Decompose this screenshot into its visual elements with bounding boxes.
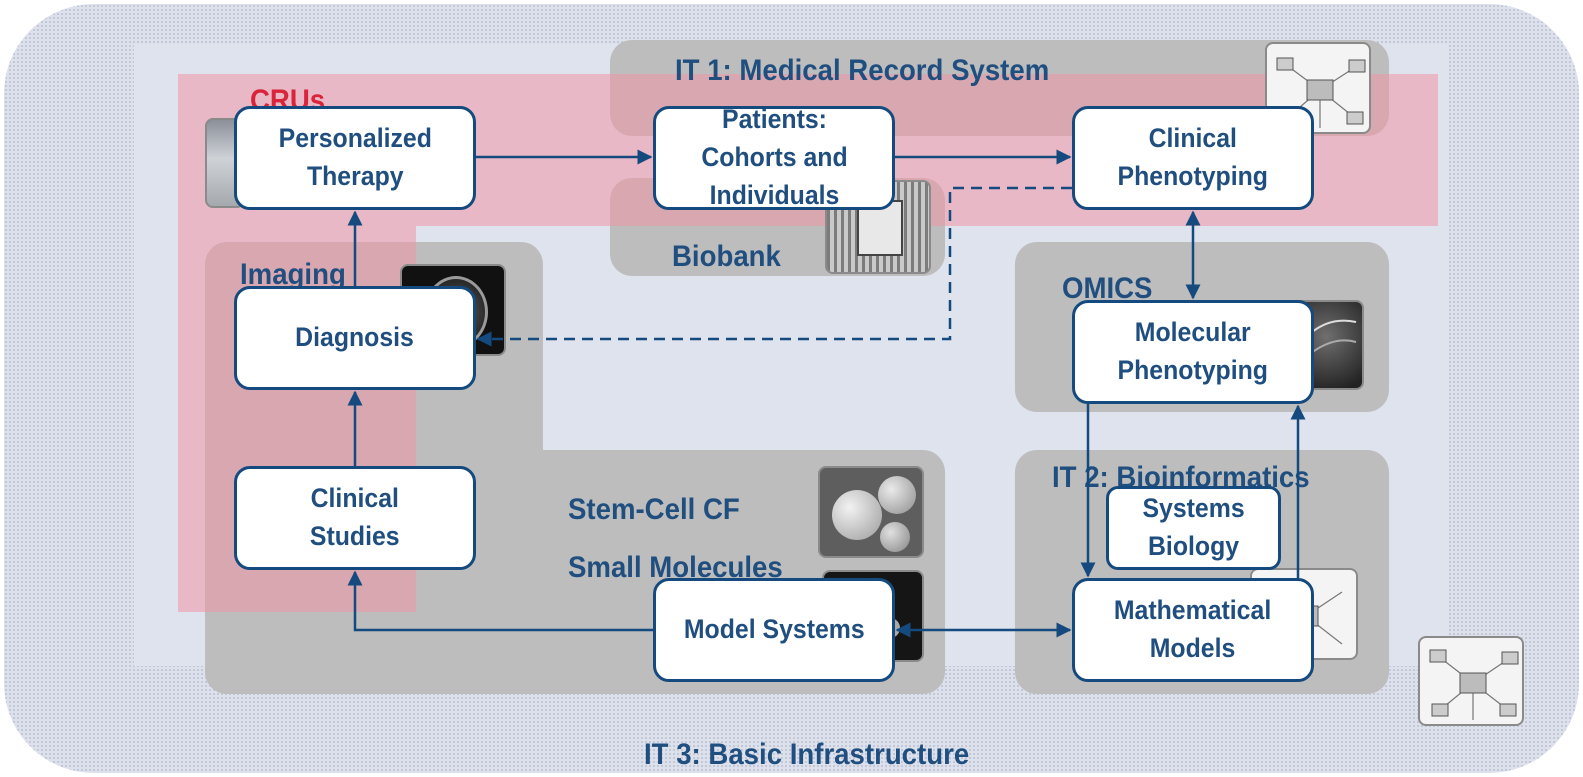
it1-label: IT 1: Medical Record System (675, 54, 1050, 87)
diagnosis-node[interactable]: Diagnosis (234, 286, 476, 390)
cells-microscopy-icon (818, 466, 924, 558)
network-diagram-icon (1418, 636, 1524, 726)
molecular-phenotyping-node[interactable]: Molecular Phenotyping (1072, 300, 1314, 404)
biobank-label: Biobank (672, 240, 781, 273)
omics-label: OMICS (1062, 272, 1153, 305)
network-diagram-icon (1265, 42, 1371, 134)
patients-node[interactable]: Patients: Cohorts and Individuals (653, 106, 895, 210)
stem-cell-label: Stem-Cell CF (568, 493, 740, 526)
systems-biology-node[interactable]: Systems Biology (1106, 486, 1281, 570)
model-systems-node[interactable]: Model Systems (653, 578, 895, 682)
mathematical-models-node[interactable]: Mathematical Models (1072, 578, 1314, 682)
it3-label: IT 3: Basic Infrastructure (644, 738, 970, 771)
personalized-therapy-node[interactable]: Personalized Therapy (234, 106, 476, 210)
imaging-label: Imaging (240, 258, 346, 291)
clinical-studies-node[interactable]: Clinical Studies (234, 466, 476, 570)
clinical-phenotyping-node[interactable]: Clinical Phenotyping (1072, 106, 1314, 210)
